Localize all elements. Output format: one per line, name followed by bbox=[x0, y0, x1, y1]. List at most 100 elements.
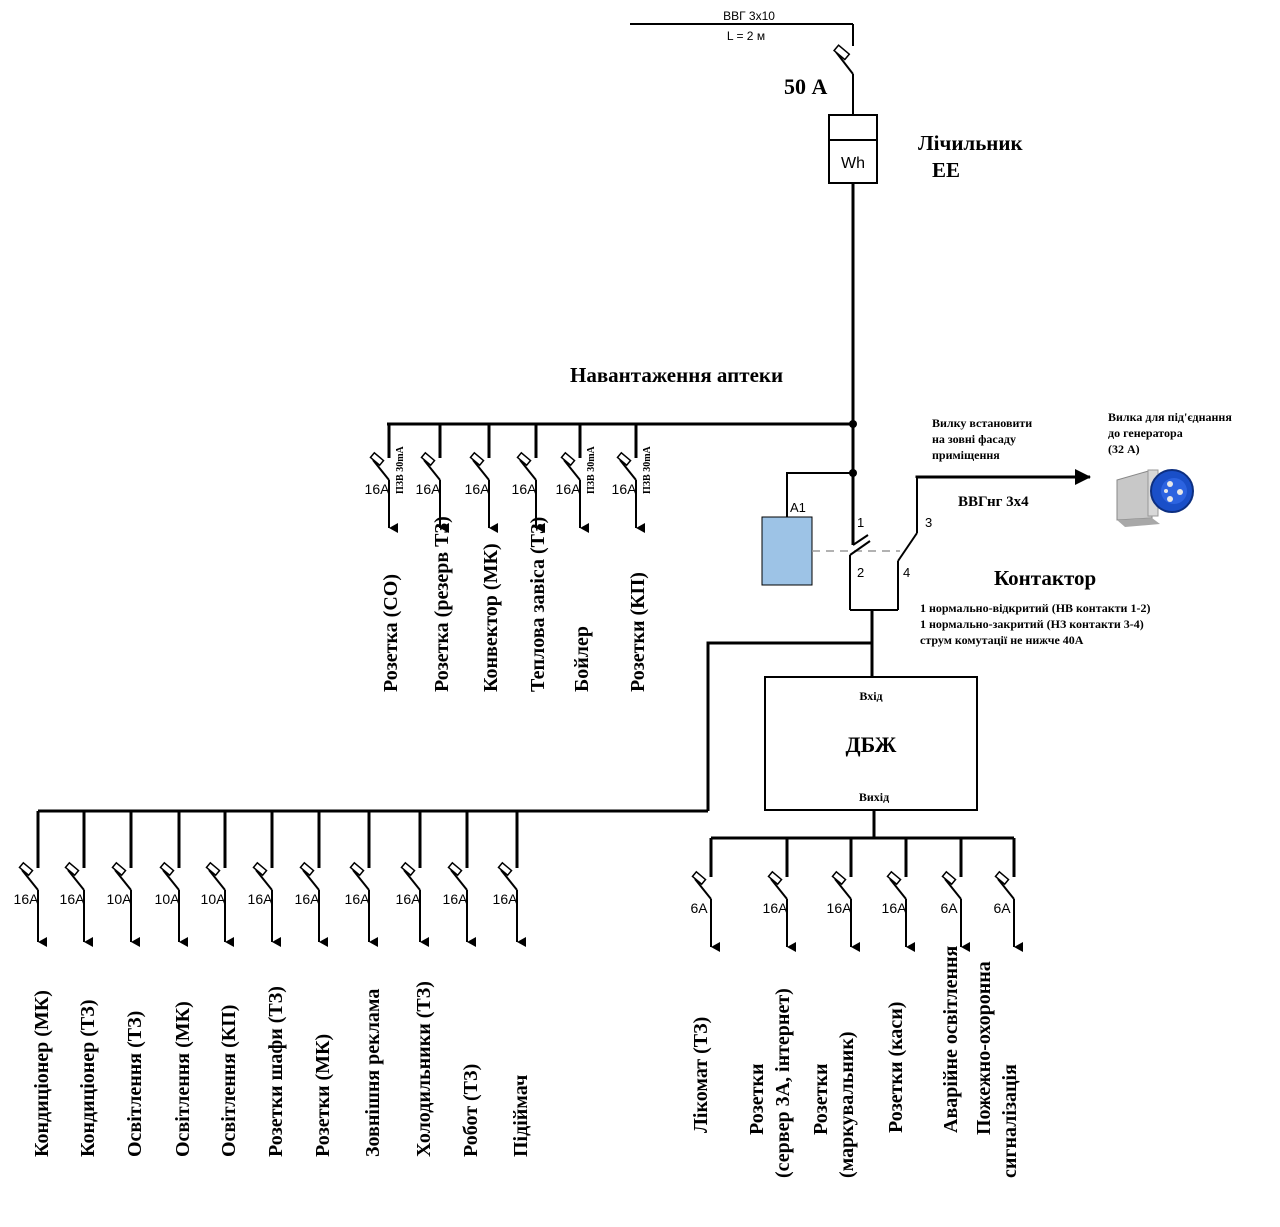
load-label: Розетка (СО) bbox=[380, 574, 402, 692]
load-label-line2: (маркувальник) bbox=[836, 1031, 858, 1178]
breaker-icon bbox=[497, 861, 513, 877]
breaker-contact bbox=[423, 459, 441, 481]
breaker-icon bbox=[349, 861, 365, 877]
contactor-terminal-1: 1 bbox=[857, 515, 864, 530]
breaker-rating: 6А bbox=[690, 900, 708, 916]
feeder-bl-2: 16А bbox=[60, 811, 93, 947]
feeder-top-2: 16А bbox=[416, 424, 449, 533]
breaker-rating: 10А bbox=[155, 891, 181, 907]
feeder-bl-6: 16А bbox=[248, 811, 281, 947]
breaker-rating: 16А bbox=[882, 900, 908, 916]
bypass-line bbox=[706, 641, 872, 811]
plug-label-line2: до генератора bbox=[1108, 426, 1183, 440]
feeder-top-4: 16А bbox=[512, 424, 545, 533]
feeder-bl-4: 10А bbox=[155, 811, 188, 947]
load-label-line2: сигналізація bbox=[999, 1064, 1021, 1178]
contactor: А1 1 2 3 4 Контактор 1 нормально-відкрит… bbox=[761, 472, 1150, 647]
breaker-contact bbox=[403, 869, 421, 891]
load-label: Розетки шафи (ТЗ) bbox=[265, 986, 287, 1157]
breaker-rating: 16А bbox=[365, 481, 391, 497]
ups-name: ДБЖ bbox=[846, 732, 897, 757]
load-label: Освітлення (КП) bbox=[218, 1005, 240, 1157]
load-label: Освітлення (МК) bbox=[172, 1001, 194, 1157]
load-label: Кондиціонер (ТЗ) bbox=[77, 1000, 99, 1158]
group-bottom-left-feeders: 16А Кондиціонер (МК) 16А Кондиціонер (ТЗ) 10… bbox=[14, 811, 532, 1157]
load-label: Аварійне освітлення bbox=[940, 945, 962, 1133]
breaker-contact bbox=[694, 878, 712, 900]
feeder-bl-1: 16А bbox=[14, 811, 47, 947]
feeder-top-5: 16А ПЗВ 30mA bbox=[556, 424, 597, 533]
breaker-contact bbox=[372, 459, 390, 481]
breaker-contact bbox=[21, 869, 39, 891]
breaker-icon bbox=[159, 861, 175, 877]
load-label: Бойлер bbox=[571, 626, 593, 692]
breaker-contact bbox=[519, 459, 537, 481]
breaker-icon bbox=[767, 870, 783, 886]
breaker-rating: 6А bbox=[993, 900, 1011, 916]
breaker-contact bbox=[563, 459, 581, 481]
breaker-icon bbox=[111, 861, 127, 877]
input-cable: ВВГ 3х10 L = 2 м bbox=[630, 9, 854, 46]
contactor-title: Контактор bbox=[994, 566, 1096, 590]
breaker-icon bbox=[369, 451, 385, 467]
main-breaker: 50 А bbox=[784, 44, 854, 115]
breaker-rating: 16А bbox=[612, 481, 638, 497]
load-label-line2: (сервер 3А, інтернет) bbox=[772, 988, 794, 1178]
breaker-rating: 16А bbox=[493, 891, 519, 907]
breaker-contact bbox=[208, 869, 226, 891]
generator-cable: ВВГнг 3х4 bbox=[958, 494, 1029, 510]
feeder-br-3: 16А bbox=[827, 838, 860, 952]
load-label: Розетки (каси) bbox=[885, 1002, 907, 1133]
feeder-bl-9: 16А bbox=[396, 811, 429, 947]
load-label: Лікомат (ТЗ) bbox=[690, 1017, 712, 1133]
breaker-icon bbox=[400, 861, 416, 877]
load-label: Розетка (резерв ТЗ) bbox=[431, 516, 453, 692]
breaker-icon bbox=[994, 870, 1010, 886]
breaker-icon bbox=[447, 861, 463, 877]
breaker-icon bbox=[616, 451, 632, 467]
breaker-icon bbox=[252, 861, 268, 877]
breaker-icon bbox=[469, 451, 485, 467]
load-label: Зовнішня реклама bbox=[362, 989, 384, 1157]
breaker-rating: 10А bbox=[107, 891, 133, 907]
rcd-label: ПЗВ 30mA bbox=[586, 445, 597, 494]
breaker-rating: 16А bbox=[556, 481, 582, 497]
pharmacy-load-title: Навантаження аптеки bbox=[570, 363, 783, 387]
meter-label-line2: ЕЕ bbox=[932, 158, 960, 182]
breaker-contact bbox=[352, 869, 370, 891]
feeder-bl-11: 16А bbox=[493, 811, 526, 947]
plug-label-line3: (32 А) bbox=[1108, 442, 1140, 456]
load-label: Розетки (КП) bbox=[627, 572, 649, 692]
meter-label-line1: Лічильник bbox=[918, 131, 1024, 155]
load-label: Теплова завіса (ТЗ) bbox=[527, 517, 549, 692]
load-label: Розетки (МК) bbox=[312, 1034, 334, 1157]
breaker-rating: 16А bbox=[512, 481, 538, 497]
energy-meter: Wh Лічильник ЕЕ bbox=[828, 114, 1024, 184]
load-label: Освітлення (ТЗ) bbox=[124, 1011, 146, 1157]
breaker-contact bbox=[472, 459, 490, 481]
feeder-bl-10: 16А bbox=[443, 811, 476, 947]
contactor-terminal-3: 3 bbox=[925, 515, 932, 530]
breaker-contact bbox=[302, 869, 320, 891]
load-label: Конвектор (МК) bbox=[480, 543, 502, 692]
breaker-contact bbox=[114, 869, 132, 891]
meter-symbol: Wh bbox=[841, 155, 865, 172]
breaker-icon bbox=[205, 861, 221, 877]
breaker-contact bbox=[619, 459, 637, 481]
breaker-contact bbox=[500, 869, 518, 891]
input-cable-type: ВВГ 3х10 bbox=[723, 9, 775, 23]
breaker-rating: 16А bbox=[827, 900, 853, 916]
breaker-contact bbox=[255, 869, 273, 891]
contactor-desc-line1: 1 нормально-відкритий (НВ контакти 1-2) bbox=[920, 601, 1150, 615]
breaker-icon bbox=[420, 451, 436, 467]
breaker-icon bbox=[560, 451, 576, 467]
contactor-desc-line3: струм комутації не нижче 40А bbox=[920, 633, 1084, 647]
breaker-contact bbox=[997, 878, 1015, 900]
breaker-contact bbox=[162, 869, 180, 891]
generator-note-line3: приміщення bbox=[932, 448, 1000, 462]
load-label: Кондиціонер (МК) bbox=[31, 990, 53, 1157]
